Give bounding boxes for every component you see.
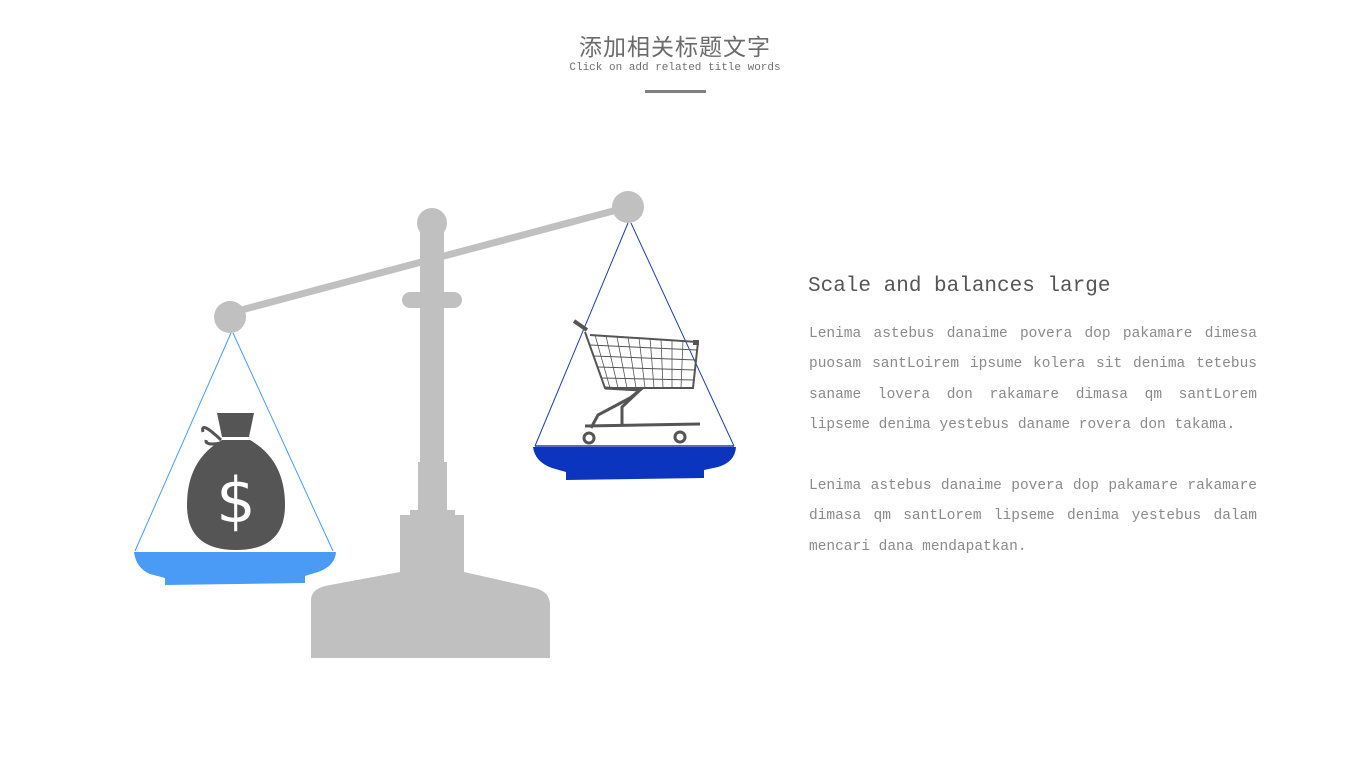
- svg-text:$: $: [216, 464, 255, 537]
- shopping-cart-icon: [572, 319, 701, 445]
- money-bag-icon: $: [187, 413, 285, 550]
- body-paragraph-2: Lenima astebus danaime povera dop pakama…: [809, 478, 1257, 555]
- section-heading: Scale and balances large: [808, 275, 1111, 298]
- body-paragraph-1: Lenima astebus danaime povera dop pakama…: [809, 326, 1257, 433]
- title-divider: [645, 90, 706, 93]
- scale-beam: [214, 191, 644, 333]
- page-title: 添加相关标题文字: [579, 35, 771, 61]
- scale-stand: [311, 208, 550, 658]
- page-subtitle: Click on add related title words: [569, 62, 781, 74]
- left-pan: [134, 332, 336, 585]
- right-pan: [533, 222, 736, 480]
